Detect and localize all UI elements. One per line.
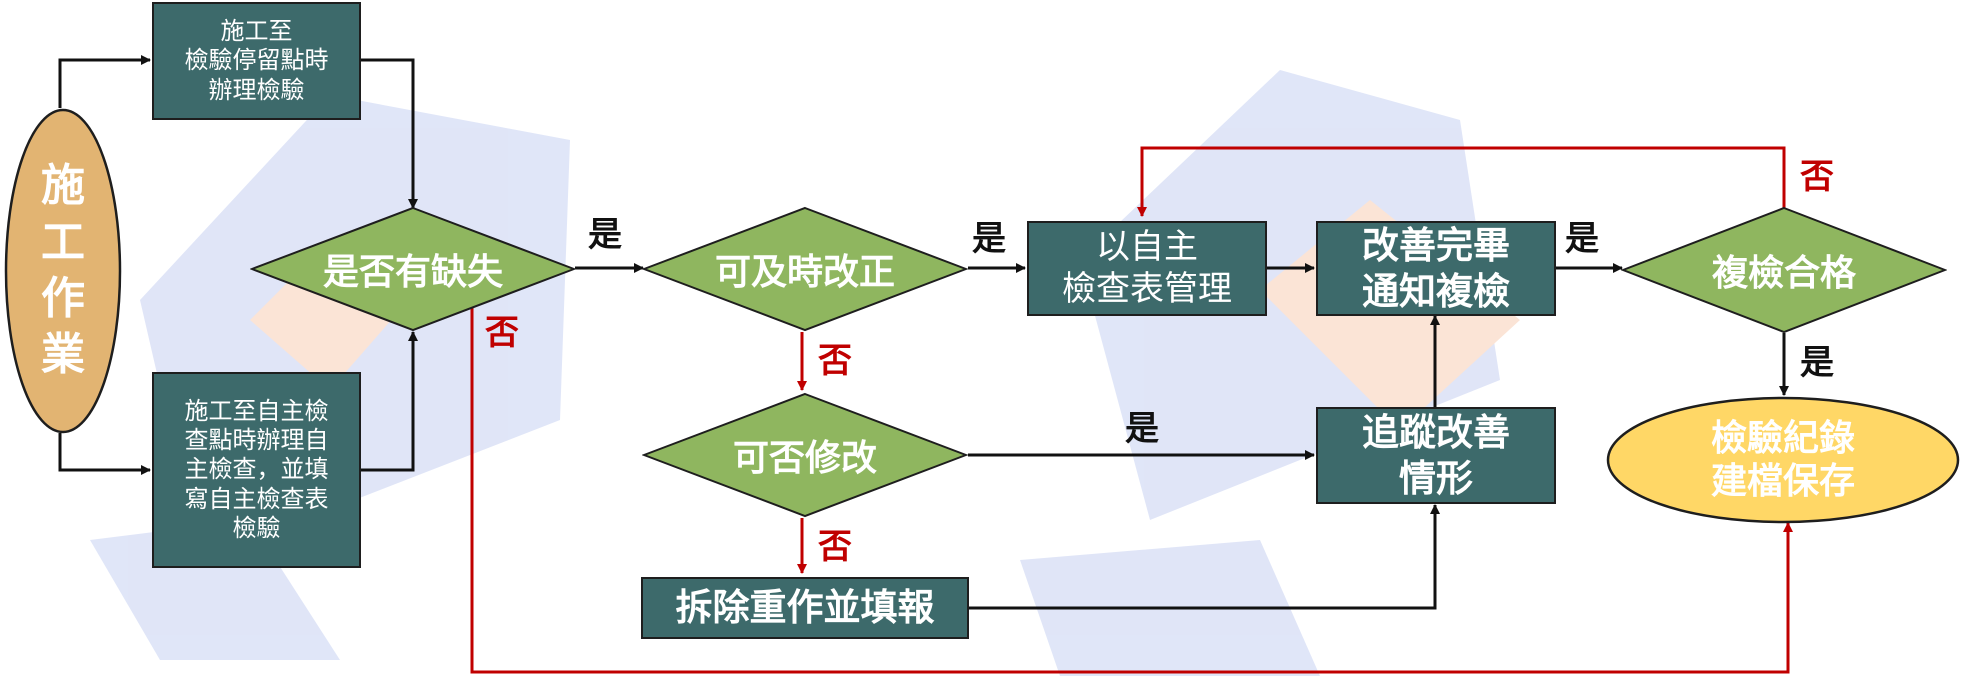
box-demolish-redo: 拆除重作並填報 <box>641 577 969 639</box>
box-notify-reinspection: 改善完畢 通知複檢 <box>1316 221 1556 316</box>
decision-has-defect-label: 是否有缺失 <box>322 252 503 293</box>
decision-reinspection-label: 複檢合格 <box>1711 253 1856 294</box>
connectors-black <box>58 55 1789 610</box>
box-hold-point-label: 施工至 檢驗停留點時 辦理檢驗 <box>184 17 329 104</box>
box-checklist-label: 以自主 檢查表管理 <box>1062 227 1232 309</box>
start-node-label: 施 工 作 業 <box>41 160 85 381</box>
label-no-correctable: 否 <box>818 341 852 381</box>
decision-modifiable: 可否修改 <box>642 392 968 518</box>
label-yes-reinspect: 是 <box>1565 219 1599 259</box>
label-yes-modifiable: 是 <box>1125 409 1159 449</box>
box-hold-point-inspection: 施工至 檢驗停留點時 辦理檢驗 <box>152 2 361 120</box>
connectors-red <box>470 146 1793 674</box>
label-yes-correctable: 是 <box>972 219 1006 259</box>
label-no-pass: 否 <box>1800 157 1834 197</box>
start-node-construction: 施 工 作 業 <box>3 107 123 435</box>
end-node-label: 檢驗紀錄 建檔保存 <box>1710 417 1855 502</box>
decision-correctable-label: 可及時改正 <box>714 252 895 293</box>
label-yes-defect: 是 <box>588 215 622 255</box>
label-yes-pass: 是 <box>1800 343 1834 383</box>
label-no-modifiable: 否 <box>818 527 852 567</box>
box-self-check-label: 施工至自主檢 查點時辦理自 主檢查，並填 寫自主檢查表 檢驗 <box>184 396 329 542</box>
box-checklist-management: 以自主 檢查表管理 <box>1027 221 1267 316</box>
box-self-check: 施工至自主檢 查點時辦理自 主檢查，並填 寫自主檢查表 檢驗 <box>152 372 361 568</box>
decision-has-defect: 是否有缺失 <box>250 206 576 332</box>
decision-correctable: 可及時改正 <box>642 206 968 332</box>
box-track-label: 追蹤改善 情形 <box>1362 411 1510 500</box>
box-track-improvement: 追蹤改善 情形 <box>1316 407 1556 504</box>
box-notify-label: 改善完畢 通知複檢 <box>1362 224 1510 313</box>
label-no-defect: 否 <box>485 313 519 353</box>
box-demolish-label: 拆除重作並填報 <box>675 586 935 630</box>
decision-modifiable-label: 可否修改 <box>732 438 877 479</box>
end-node-archive: 檢驗紀錄 建檔保存 <box>1605 395 1961 525</box>
decision-reinspection-pass: 複檢合格 <box>1621 206 1947 334</box>
